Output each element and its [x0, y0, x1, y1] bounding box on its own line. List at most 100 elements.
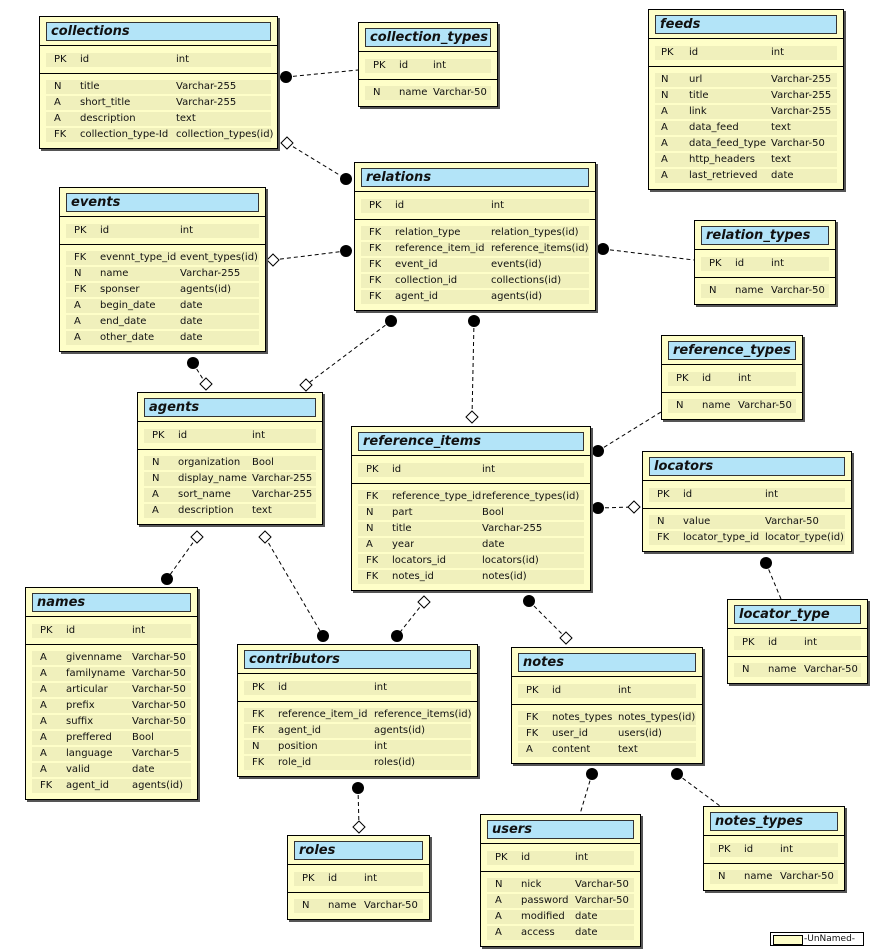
relationship-notes-to-users[interactable] — [579, 773, 593, 815]
name-cell: agent_id — [66, 780, 110, 791]
name-cell: id — [702, 373, 712, 384]
table-title: users — [487, 820, 634, 839]
key-cell: FK — [366, 571, 379, 582]
type-cell: date — [180, 316, 203, 327]
relationship-agents-to-names[interactable] — [166, 536, 198, 580]
relationship-reference-items-to-contributors[interactable] — [396, 601, 425, 637]
type-cell: notes_types(id) — [618, 712, 696, 723]
relationship-relations-to-agents[interactable] — [305, 320, 392, 386]
relationship-reference-items-to-notes[interactable] — [528, 600, 567, 639]
name-cell: id — [100, 225, 110, 236]
divider — [481, 871, 640, 872]
divider — [512, 676, 702, 677]
type-cell: int — [618, 685, 632, 696]
relationship-relations-to-relation-types[interactable] — [602, 248, 695, 261]
name-cell: end_date — [100, 316, 147, 327]
type-cell: agents(id) — [374, 725, 426, 736]
key-cell: A — [40, 700, 47, 711]
divider — [662, 392, 802, 393]
key-cell: A — [74, 332, 81, 343]
name-cell: url — [689, 74, 703, 85]
name-cell: id — [328, 873, 338, 884]
relationship-events-to-relations[interactable] — [272, 250, 347, 261]
relationship-reference-items-to-reference-types[interactable] — [597, 411, 662, 452]
divider — [359, 79, 497, 80]
table-title: notes — [518, 653, 696, 672]
type-cell: Varchar-50 — [132, 716, 186, 727]
type-cell: date — [482, 539, 505, 550]
relationship-collections-to-relations[interactable] — [286, 142, 347, 180]
key-cell: FK — [369, 275, 382, 286]
type-cell: Varchar-50 — [575, 879, 629, 890]
type-cell: text — [252, 505, 272, 516]
key-cell: FK — [369, 227, 382, 238]
type-cell: Varchar-255 — [482, 523, 543, 534]
relationship-agents-to-contributors[interactable] — [264, 536, 324, 637]
relationship-relations-to-reference-items[interactable] — [471, 320, 475, 418]
type-cell: int — [491, 200, 505, 211]
name-cell: reference_type_id — [392, 491, 482, 502]
name-cell: sort_name — [178, 489, 231, 500]
divider — [355, 191, 595, 192]
name-cell: id — [392, 464, 402, 475]
key-cell: PK — [252, 682, 265, 693]
name-cell: begin_date — [100, 300, 156, 311]
name-cell: id — [768, 637, 778, 648]
key-cell: A — [526, 744, 533, 755]
divider — [40, 73, 277, 74]
type-cell: agents(id) — [491, 291, 543, 302]
key-cell: FK — [74, 252, 87, 263]
name-cell: title — [689, 90, 709, 101]
relationship-notes-to-notes-types[interactable] — [676, 773, 721, 807]
name-cell: description — [80, 113, 136, 124]
divider — [60, 216, 265, 217]
key-cell: N — [676, 400, 684, 411]
key-cell: FK — [369, 243, 382, 254]
name-cell: id — [521, 852, 531, 863]
relationship-end-dot — [161, 573, 173, 585]
relationship-collections-to-collection-types[interactable] — [285, 69, 359, 78]
relationship-end-diamond — [280, 136, 294, 150]
relationship-end-diamond — [258, 530, 272, 544]
type-cell: int — [738, 373, 752, 384]
key-cell: A — [40, 764, 47, 775]
name-cell: title — [80, 81, 100, 92]
